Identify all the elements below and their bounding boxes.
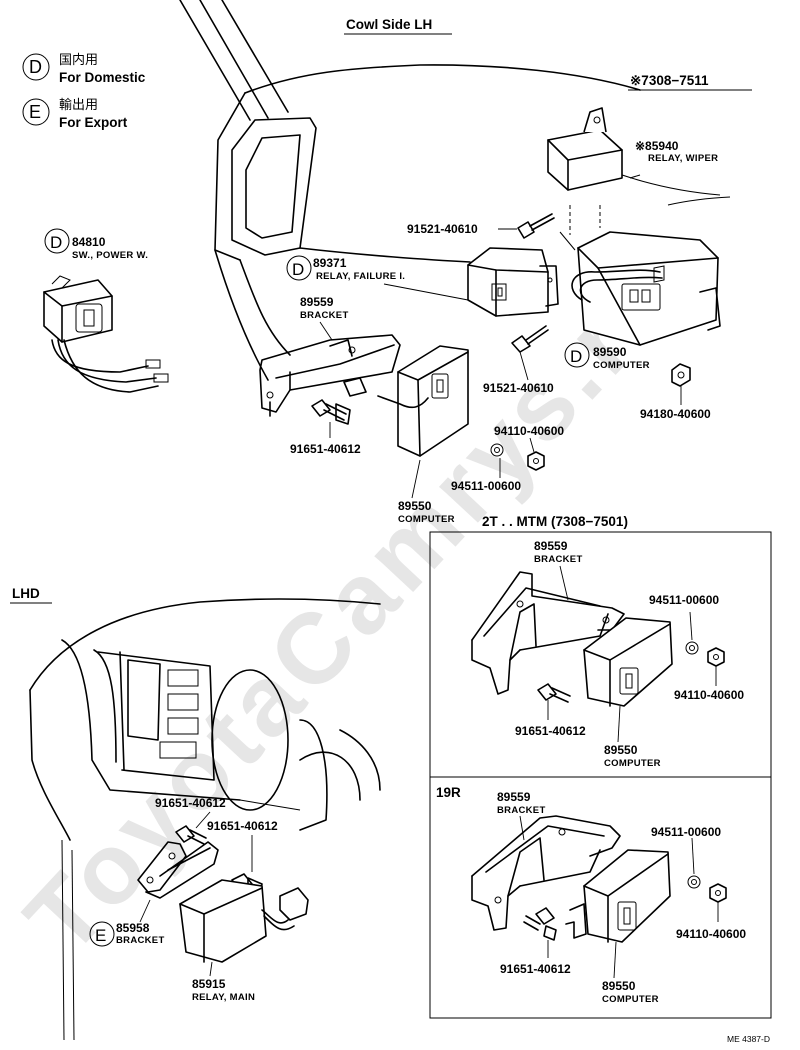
p94110-num: 94110-40600 bbox=[494, 424, 564, 438]
lhd-dashboard-outline bbox=[29, 598, 381, 1041]
legend-export-circle bbox=[22, 98, 50, 126]
box1-bolt-num: 91651-40612 bbox=[515, 724, 586, 738]
box2-bracket bbox=[471, 815, 621, 931]
box2-title: 19R bbox=[436, 785, 461, 800]
computer-89590 bbox=[559, 205, 721, 346]
lhd-bracket-85958 bbox=[137, 841, 219, 899]
box2-bolt-num: 91651-40612 bbox=[500, 962, 571, 976]
nut-94110-center bbox=[527, 451, 545, 471]
lhd-bracket-code-circle bbox=[89, 921, 115, 947]
p89371-num: 89371 bbox=[313, 256, 347, 270]
lhd-bracket-num: 85958 bbox=[116, 921, 150, 935]
p84810-name: SW., POWER W. bbox=[72, 250, 148, 261]
legend-export-native: 輸出用 bbox=[59, 97, 98, 112]
legend-domestic-circle bbox=[22, 53, 50, 81]
bolt-91651-center bbox=[311, 399, 351, 425]
p85940-num: ※85940 bbox=[635, 139, 679, 153]
p89550-num: 89550 bbox=[398, 499, 432, 513]
computer-89550-center bbox=[343, 345, 469, 457]
box2-computer-num: 89550 bbox=[602, 979, 636, 993]
power-window-switch bbox=[43, 275, 169, 393]
box1-bracket-name: BRACKET bbox=[534, 554, 583, 565]
washer-94511-center bbox=[490, 443, 504, 457]
relay-failure bbox=[467, 247, 559, 317]
bracket-89559-center bbox=[259, 334, 401, 417]
box2-computer-name: COMPUTER bbox=[602, 994, 659, 1005]
lhd-relay-name: RELAY, MAIN bbox=[192, 992, 255, 1003]
p89371-name: RELAY, FAILURE I. bbox=[316, 271, 405, 282]
box1-title: 2T . . MTM (7308−7501) bbox=[482, 514, 628, 529]
cowl-dashboard-outline bbox=[179, 0, 731, 381]
box2-nut-num: 94110-40600 bbox=[676, 927, 746, 941]
legend-export-label: For Export bbox=[59, 115, 128, 130]
legend-domestic-native: 国内用 bbox=[59, 52, 98, 67]
p85940-name: RELAY, WIPER bbox=[648, 153, 718, 164]
box2-washer-num: 94511-00600 bbox=[651, 825, 721, 839]
box2-washer bbox=[687, 875, 701, 889]
box1-bracket bbox=[471, 571, 625, 695]
box1-nut bbox=[707, 647, 725, 667]
p94180-num: 94180-40600 bbox=[640, 407, 711, 421]
p91651-num: 91651-40612 bbox=[290, 442, 361, 456]
nut-94180 bbox=[671, 363, 691, 387]
p84810-code-circle bbox=[44, 228, 70, 254]
lhd-bracket-name: BRACKET bbox=[116, 935, 165, 946]
legend-domestic: D 国内用 For Domestic bbox=[22, 52, 146, 85]
p89371-code: D bbox=[292, 260, 304, 279]
box2-frame bbox=[429, 776, 772, 1019]
lhd-relay-main bbox=[179, 879, 309, 963]
diagram-title: Cowl Side LH bbox=[346, 17, 432, 32]
box1-bracket-num: 89559 bbox=[534, 539, 568, 553]
lhd-bolt-1 bbox=[175, 825, 207, 845]
relay-wiper bbox=[547, 107, 623, 235]
p89590-name: COMPUTER bbox=[593, 360, 650, 371]
p89371-code-circle bbox=[286, 255, 312, 281]
p89590-code-circle bbox=[564, 342, 590, 368]
p89550-name: COMPUTER bbox=[398, 514, 455, 525]
footer-code: ME 4387-D bbox=[727, 1034, 770, 1044]
box1-computer bbox=[583, 617, 673, 707]
box2-computer bbox=[565, 849, 671, 943]
box2-bracket-num: 89559 bbox=[497, 790, 531, 804]
p89590-code: D bbox=[570, 347, 582, 366]
p91521-b-num: 91521-40610 bbox=[483, 381, 554, 395]
p84810-num: 84810 bbox=[72, 235, 106, 249]
box2-bracket-name: BRACKET bbox=[497, 805, 546, 816]
p91521-a-num: 91521-40610 bbox=[407, 222, 478, 236]
p89559-name: BRACKET bbox=[300, 310, 349, 321]
lhd-bolt2-num: 91651-40612 bbox=[207, 819, 278, 833]
box2-nut bbox=[709, 883, 727, 903]
serial-range: ※7308−7511 bbox=[630, 73, 709, 88]
lhd-relay-num: 85915 bbox=[192, 977, 226, 991]
legend-export-code: E bbox=[29, 102, 41, 122]
box1-washer bbox=[685, 641, 699, 655]
lhd-bracket-code: E bbox=[95, 926, 106, 945]
legend-export: E 輸出用 For Export bbox=[22, 97, 128, 130]
box2-bolt bbox=[523, 907, 557, 941]
lhd-bolt1-num: 91651-40612 bbox=[155, 796, 226, 810]
lhd-label: LHD bbox=[12, 586, 40, 601]
legend-domestic-code: D bbox=[29, 57, 42, 77]
screw-91521-upper bbox=[517, 213, 555, 239]
p89559-num: 89559 bbox=[300, 295, 334, 309]
box1-washer-num: 94511-00600 bbox=[649, 593, 719, 607]
p94511-num: 94511-00600 bbox=[451, 479, 521, 493]
box1-computer-num: 89550 bbox=[604, 743, 638, 757]
box1-computer-name: COMPUTER bbox=[604, 758, 661, 769]
box1-bolt bbox=[537, 683, 571, 703]
box1-nut-num: 94110-40600 bbox=[674, 688, 744, 702]
screw-91521-lower bbox=[511, 325, 549, 353]
legend-domestic-label: For Domestic bbox=[59, 70, 146, 85]
p84810-code: D bbox=[50, 233, 62, 252]
p89590-num: 89590 bbox=[593, 345, 627, 359]
